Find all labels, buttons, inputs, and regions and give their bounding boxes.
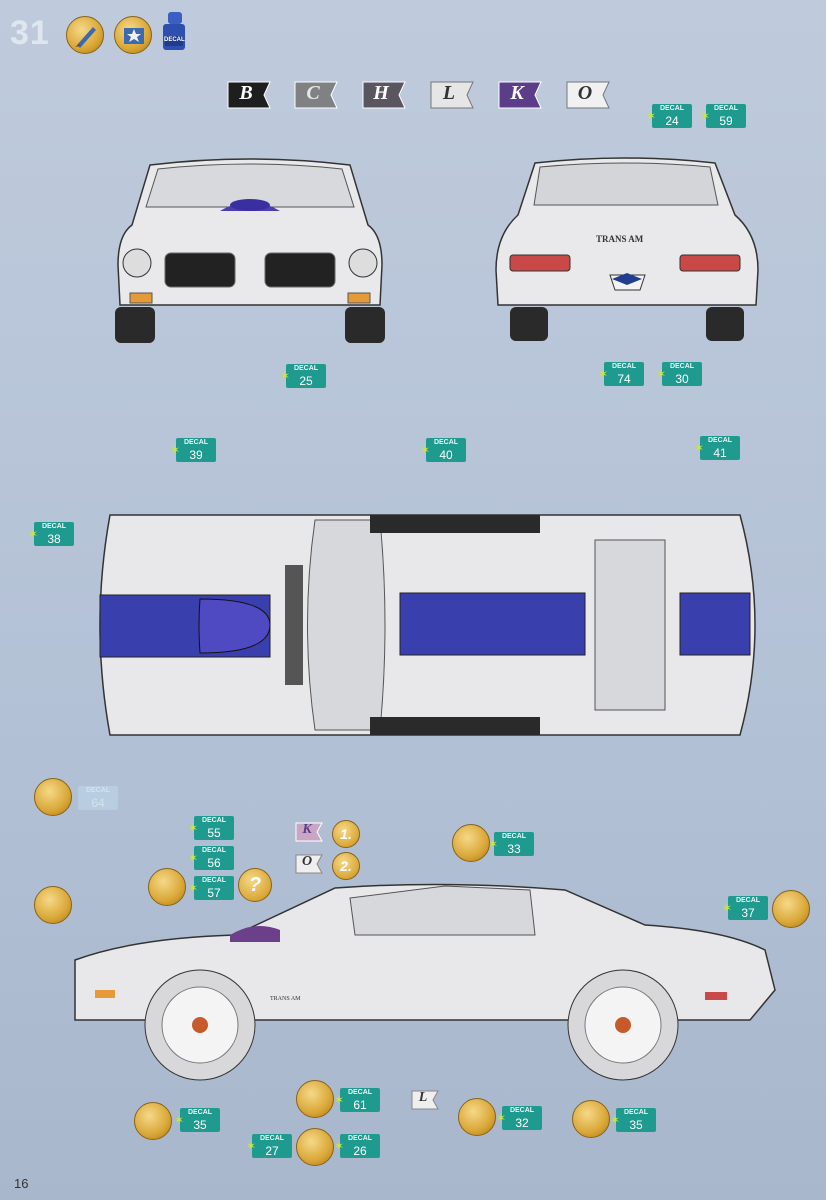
star-badge-icon xyxy=(114,16,152,54)
side-badge-text: TRANS AM xyxy=(270,996,301,1002)
decal-59: DECAL 59 ✶ xyxy=(700,104,746,128)
order-badge-1: 1. xyxy=(332,820,360,848)
car-side-view: TRANS AM xyxy=(74,883,776,1081)
decal-26: DECAL 26 ✶ xyxy=(334,1134,380,1158)
decal-24: DECAL 24 ✶ xyxy=(646,104,692,128)
car-front-view: PONTIAC xyxy=(115,158,385,343)
variant-flag-h: H xyxy=(359,80,411,110)
rotate-icon xyxy=(572,1100,610,1138)
page-number: 16 xyxy=(14,1176,29,1191)
decal-38: DECAL 38 ✶ xyxy=(28,522,74,546)
variant-flag-k: K xyxy=(495,80,547,110)
decal-57: DECAL 57 ✶ xyxy=(188,876,234,900)
rotate-icon xyxy=(452,824,490,862)
rotate-icon xyxy=(134,1102,172,1140)
rear-badge-text: TRANS AM xyxy=(596,234,644,244)
decal-30: DECAL 30 ✶ xyxy=(656,362,702,386)
front-badge-text: PONTIAC xyxy=(282,266,308,272)
paint-brush-icon xyxy=(66,16,104,54)
car-top-view xyxy=(99,514,756,736)
decal-64: DECAL 64 xyxy=(78,786,118,810)
variant-flag-c: C xyxy=(291,80,343,110)
decal-39: DECAL 39 ✶ xyxy=(170,438,216,462)
rotate-icon xyxy=(34,778,72,816)
decal-61: DECAL 61 ✶ xyxy=(334,1088,380,1112)
decal-55: DECAL 55 ✶ xyxy=(188,816,234,840)
rotate-icon xyxy=(772,890,810,928)
car-rear-view: TRANS AM xyxy=(495,157,759,341)
decal-bottle-icon: DECAL xyxy=(160,12,188,54)
variant-flag-o: O xyxy=(563,80,615,110)
mini-flag-k: K xyxy=(294,822,324,842)
step-number: 31 xyxy=(10,14,50,52)
decal-35-right: DECAL 35 ✶ xyxy=(610,1108,656,1132)
decal-35-left: DECAL 35 ✶ xyxy=(174,1108,220,1132)
decal-27: DECAL 27 ✶ xyxy=(246,1134,292,1158)
rotate-icon xyxy=(458,1098,496,1136)
rotate-icon xyxy=(296,1080,334,1118)
rotate-icon xyxy=(296,1128,334,1166)
decal-74: DECAL 74 ✶ xyxy=(598,362,644,386)
variant-flag-l: L xyxy=(427,80,479,110)
decal-bottle-label: DECAL xyxy=(164,37,185,43)
variant-flags: B C H L K O xyxy=(224,80,624,116)
rotate-icon xyxy=(148,868,186,906)
mini-flag-o: O xyxy=(294,854,324,874)
decal-37: DECAL 37 ✶ xyxy=(722,896,768,920)
variant-flag-b: B xyxy=(224,80,276,110)
decal-56: DECAL 56 ✶ xyxy=(188,846,234,870)
decal-32: DECAL 32 ✶ xyxy=(496,1106,542,1130)
decal-41: DECAL 41 ✶ xyxy=(694,436,740,460)
decal-40: DECAL 40 ✶ xyxy=(420,438,466,462)
mini-flag-l: L xyxy=(410,1090,440,1110)
decal-33: DECAL 33 ✶ xyxy=(488,832,534,856)
decal-25: DECAL 25 ✶ xyxy=(280,364,326,388)
question-badge: ? xyxy=(238,868,272,902)
order-badge-2: 2. xyxy=(332,852,360,880)
rotate-icon xyxy=(34,886,72,924)
